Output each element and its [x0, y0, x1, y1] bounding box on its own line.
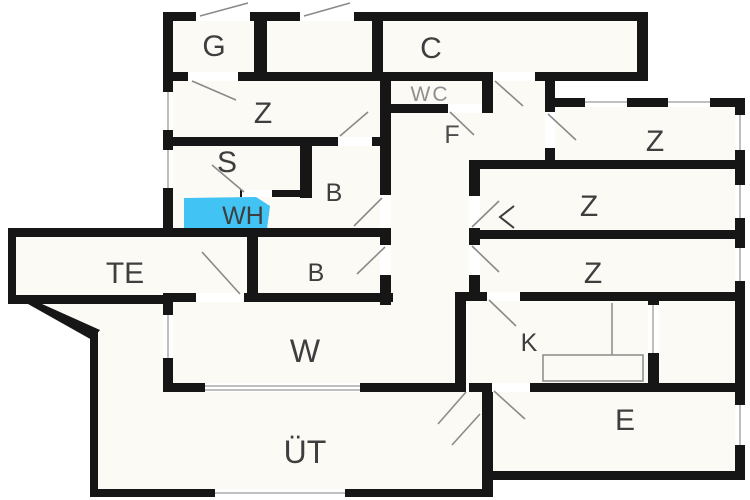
room-label-b-upper: B [326, 179, 343, 207]
room-label-z-top-right: Z [646, 125, 664, 158]
room-label-g: G [202, 30, 225, 63]
room-label-uet: ÜT [284, 434, 327, 470]
room-label-c: C [420, 32, 442, 65]
room-label-te: TE [106, 257, 144, 290]
room-label-z-lower-right: Z [584, 257, 602, 290]
room-labels: G C Z WC F Z S B Z WH TE B Z W K E ÜT [106, 30, 664, 470]
room-label-wh: WH [222, 202, 264, 230]
window-lines [167, 92, 741, 494]
room-label-f: F [444, 121, 459, 149]
wh-room-highlight [184, 197, 270, 229]
door-swings [191, 2, 577, 446]
room-label-wc: WC [411, 83, 450, 106]
room-label-z-top-left: Z [254, 97, 272, 130]
room-label-b-lower: B [308, 259, 325, 287]
room-label-e: E [615, 404, 635, 437]
room-label-z-middle-right: Z [580, 190, 598, 223]
kitchen-counter [542, 303, 644, 382]
room-label-k: K [521, 329, 538, 357]
room-label-w: W [290, 333, 321, 369]
room-label-s: S [217, 146, 237, 179]
door-chevron-mark [498, 205, 515, 229]
floor-areas [8, 12, 745, 491]
